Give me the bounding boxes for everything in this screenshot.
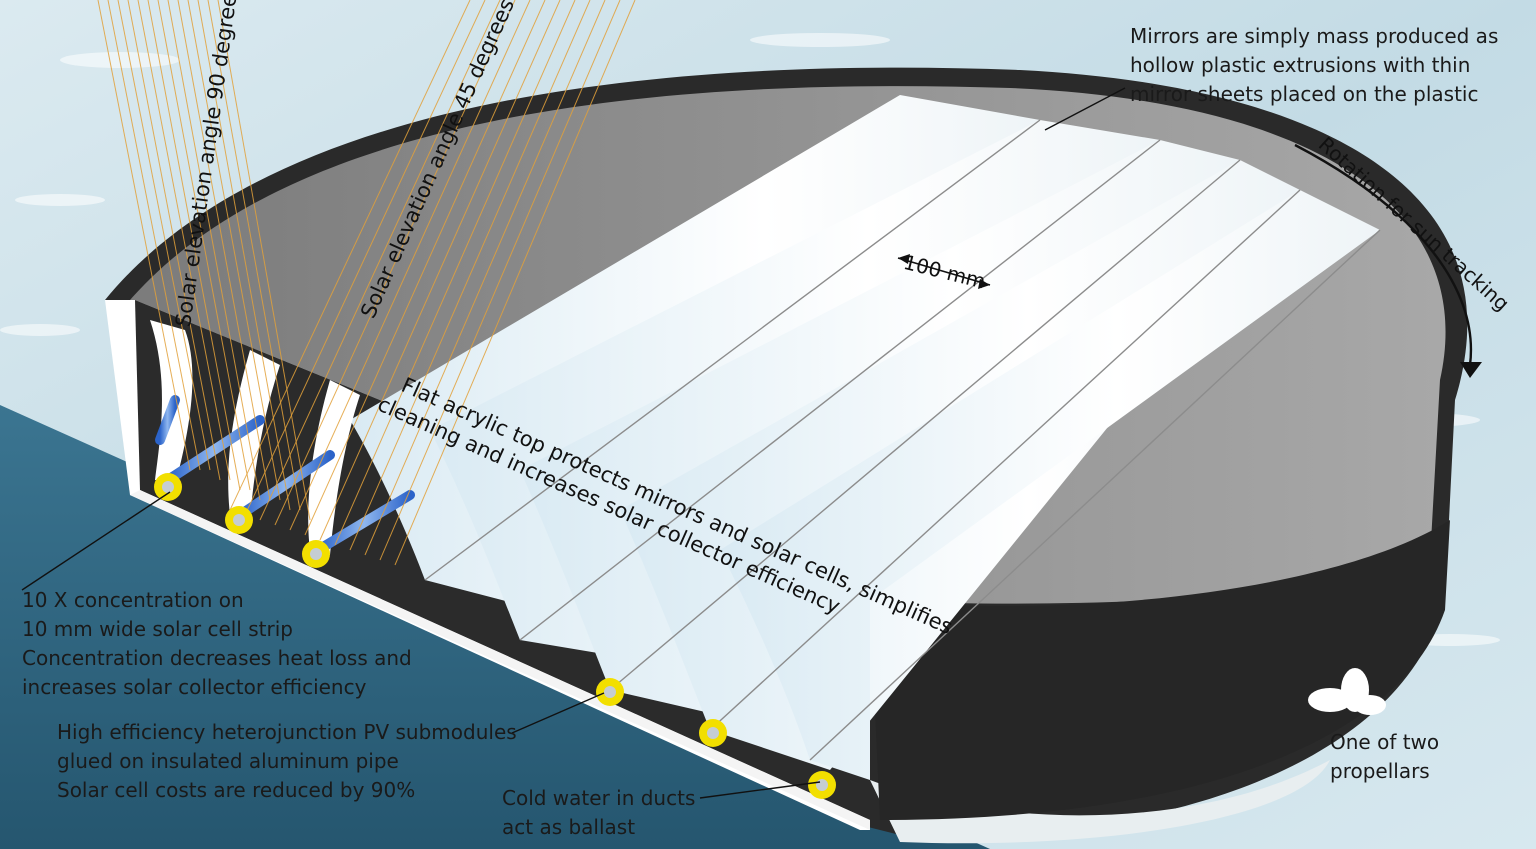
front-trim <box>130 490 870 830</box>
pv-label-line: Solar cell costs are reduced by 90% <box>57 778 416 802</box>
pipe-rings <box>154 473 836 799</box>
mirrors-label-line: hollow plastic extrusions with thin <box>1130 53 1471 77</box>
mirrors-label: Mirrors are simply mass produced as holl… <box>1130 22 1498 109</box>
pipe-ring-core <box>233 514 245 526</box>
leader-lines <box>21 87 1126 799</box>
mirror-rows <box>350 95 1380 780</box>
hull-underside <box>870 760 1330 844</box>
sun-rays-45 <box>229 0 636 566</box>
pv-label-line: High efficiency heterojunction PV submod… <box>57 720 517 744</box>
propellers-label-line: propellars <box>1330 759 1430 783</box>
pipe-ring-core <box>604 686 616 698</box>
pipe-ring-core <box>162 481 174 493</box>
pipe-ring-core <box>816 779 828 791</box>
concentration-label: 10 X concentration on 10 mm wide solar c… <box>22 586 412 702</box>
concentration-label-line: increases solar collector efficiency <box>22 675 367 699</box>
water-label-line: act as ballast <box>502 815 636 839</box>
pv-label-line: glued on insulated aluminum pipe <box>57 749 399 773</box>
concentration-label-line: 10 X concentration on <box>22 588 244 612</box>
propeller-icon <box>1308 668 1386 715</box>
propellers-label-line: One of two <box>1330 730 1440 754</box>
propellers-label: One of two propellars <box>1330 728 1439 786</box>
rotation-arrow <box>1294 143 1473 366</box>
dimension-arrow <box>897 257 991 286</box>
mirror-edges <box>424 119 1381 761</box>
pipe-ring-core <box>310 548 322 560</box>
concentration-label-line: 10 mm wide solar cell strip <box>22 617 293 641</box>
water-label-line: Cold water in ducts <box>502 786 696 810</box>
water-label: Cold water in ducts act as ballast <box>502 784 695 842</box>
rotation-arrow-head <box>1460 362 1482 378</box>
mirrors-label-line: Mirrors are simply mass produced as <box>1130 24 1499 48</box>
pv-label: High efficiency heterojunction PV submod… <box>57 718 517 805</box>
pipe-ring-core <box>707 727 719 739</box>
concentration-label-line: Concentration decreases heat loss and <box>22 646 412 670</box>
mirrors-label-line: mirror sheets placed on the plastic <box>1130 82 1479 106</box>
sun-rays-90 <box>97 0 311 521</box>
right-wall <box>870 520 1450 820</box>
